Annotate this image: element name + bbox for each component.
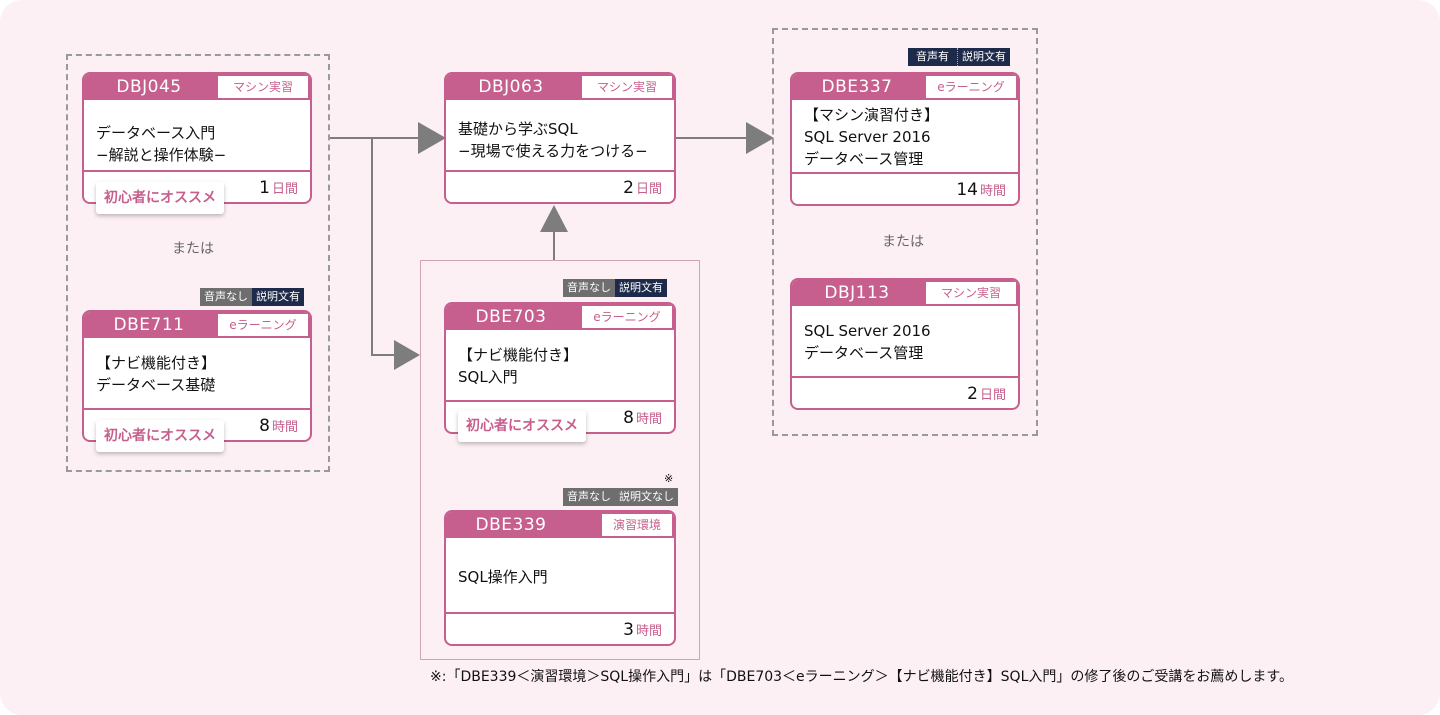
course-type-badge: eラーニング xyxy=(218,314,308,336)
course-type-badge: マシン実習 xyxy=(926,282,1016,304)
text-label: 説明文なし xyxy=(615,488,678,506)
recommend-badge: 初心者にオススメ xyxy=(458,410,586,442)
course-title: SQL操作入門 xyxy=(458,568,548,586)
group-elearning-path xyxy=(420,260,700,660)
connector-line-branch xyxy=(371,138,398,356)
course-type-badge: eラーニング xyxy=(582,306,672,328)
course-title: 【マシン演習付き】 SQL Server 2016 データベース管理 xyxy=(804,106,940,168)
audio-text-badge: 音声なし 説明文有 xyxy=(200,288,304,306)
course-code: DBJ045 xyxy=(116,77,182,97)
course-code: DBE711 xyxy=(113,315,185,335)
course-code: DBE337 xyxy=(821,77,893,97)
arrow-head-to-dbe703 xyxy=(394,340,420,370)
course-title: SQL Server 2016 データベース管理 xyxy=(804,322,931,362)
text-label: 説明文有 xyxy=(957,48,1010,66)
arrow-head-to-dbj063 xyxy=(418,122,446,154)
audio-label: 音声有 xyxy=(908,48,957,66)
or-label: または xyxy=(172,241,214,257)
or-label: または xyxy=(882,234,924,250)
recommend-badge: 初心者にオススメ xyxy=(96,420,224,452)
audio-label: 音声なし xyxy=(200,288,252,306)
text-label: 説明文有 xyxy=(252,288,304,306)
course-title: 基礎から学ぶSQL −現場で使える力をつける− xyxy=(458,120,648,160)
group-advanced-choices xyxy=(772,28,1038,436)
audio-label: 音声なし xyxy=(563,279,615,297)
arrow-head-to-dbe337 xyxy=(746,122,774,154)
group-intro-choices xyxy=(66,54,330,472)
course-code: DBE339 xyxy=(475,515,547,535)
audio-label: 音声なし xyxy=(563,488,615,506)
arrow-head-up-to-dbj063 xyxy=(540,205,568,232)
audio-text-badge: 音声有 説明文有 xyxy=(908,48,1010,66)
course-type-badge: eラーニング xyxy=(926,76,1016,98)
course-title: データベース入門 −解説と操作体験− xyxy=(96,124,227,164)
course-card-dbe337[interactable]: DBE337 eラーニング 【マシン演習付き】 SQL Server 2016 … xyxy=(790,72,1020,206)
audio-text-badge: 音声なし 説明文なし xyxy=(563,488,678,506)
recommend-badge: 初心者にオススメ xyxy=(96,182,224,214)
footnote: ※:「DBE339＜演習環境＞SQL操作入門」は「DBE703＜eラーニング＞【… xyxy=(430,669,1293,685)
course-title: 【ナビ機能付き】 データベース基礎 xyxy=(96,354,217,394)
course-code: DBJ113 xyxy=(824,283,890,303)
course-code: DBE703 xyxy=(475,307,547,327)
audio-text-badge: 音声なし 説明文有 xyxy=(563,279,667,297)
course-title: 【ナビ機能付き】 SQL入門 xyxy=(458,346,579,386)
course-code: DBJ063 xyxy=(478,77,544,97)
course-type-badge: マシン実習 xyxy=(218,76,308,98)
text-label: 説明文有 xyxy=(615,279,667,297)
course-type-badge: マシン実習 xyxy=(582,76,672,98)
footnote-mark: ※ xyxy=(664,472,674,485)
course-type-badge: 演習環境 xyxy=(602,514,672,536)
